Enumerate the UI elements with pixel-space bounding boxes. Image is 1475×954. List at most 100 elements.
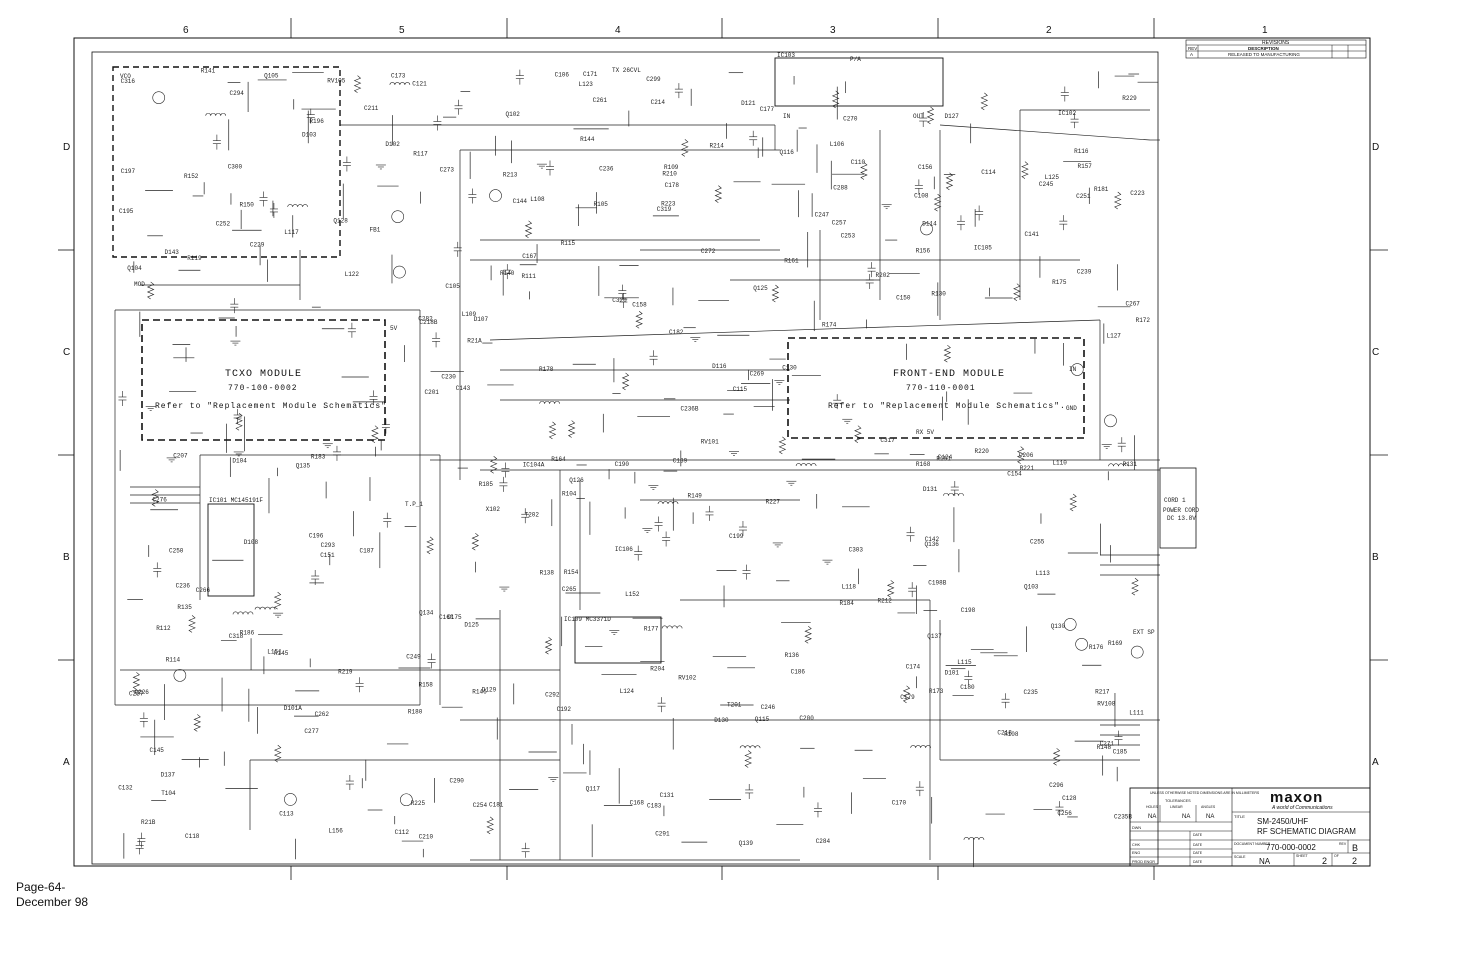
part-label: C236 — [176, 583, 191, 590]
part-label: R183 — [311, 454, 326, 461]
part-label: C272 — [701, 248, 716, 255]
zone-col-2: 2 — [1046, 25, 1052, 36]
part-label: C293 — [321, 542, 336, 549]
part-label: D114 — [922, 221, 937, 228]
title-line-2: RF SCHEMATIC DIAGRAM — [1257, 827, 1356, 836]
part-label: D107 — [474, 316, 489, 323]
part-label: R164 — [551, 456, 566, 463]
part-label: IC105 — [974, 244, 992, 251]
part-label: R104 — [562, 491, 577, 498]
part-label: C128 — [1062, 795, 1077, 802]
part-label: R202 — [876, 272, 891, 279]
power-dc-label: DC 13.8V — [1167, 515, 1196, 522]
part-label: C291 — [655, 831, 670, 838]
part-label: R176 — [1089, 644, 1104, 651]
part-label: C112 — [395, 829, 410, 836]
part-label: L108 — [530, 196, 545, 203]
part-label: R149 — [688, 492, 703, 499]
wiring — [114, 71, 1160, 868]
if-ic-label: IC109 MC3371D — [564, 616, 611, 623]
part-label: C214 — [651, 99, 666, 106]
part-label: Q105 — [264, 72, 279, 79]
part-label: C316 — [121, 78, 136, 85]
rev-label: REV — [1339, 842, 1347, 846]
part-label: R217 — [1095, 689, 1110, 696]
part-label: Q117 — [586, 786, 601, 793]
part-label: RV108 — [1097, 700, 1115, 707]
vco-block — [112, 66, 341, 258]
zone-row-right-C: C — [1372, 347, 1379, 358]
part-label: L156 — [328, 827, 343, 834]
part-label: C196 — [309, 532, 324, 539]
frontend-module-part: 770-110-0001 — [906, 384, 976, 393]
part-label: C273 — [440, 166, 455, 173]
part-label: C282 — [418, 316, 433, 323]
part-label: R225 — [411, 800, 426, 807]
part-label: C210 — [419, 833, 434, 840]
part-label: L109 — [462, 311, 477, 318]
part-label: C131 — [660, 792, 675, 799]
tolerances-label: TOLERANCES — [1165, 799, 1191, 803]
part-label: C271 — [1100, 740, 1115, 747]
part-label: C183 — [647, 802, 662, 809]
part-label: C181 — [489, 802, 504, 809]
part-label: D137 — [161, 772, 176, 779]
part-label: R219 — [338, 669, 353, 676]
part-label: C296 — [1049, 782, 1064, 789]
pa-label: P/A — [850, 56, 861, 63]
power-cord-box — [1159, 467, 1197, 549]
part-label: C198 — [961, 607, 976, 614]
part-label: R108 — [1004, 731, 1019, 738]
part-label: C108 — [914, 192, 929, 199]
part-label: D101A — [284, 705, 302, 712]
part-label: L123 — [579, 81, 594, 88]
part-label: Q128 — [333, 218, 348, 225]
part-label: D130 — [714, 717, 729, 724]
part-label: R115 — [561, 240, 576, 247]
part-label: C299 — [646, 76, 661, 83]
part-label: L124 — [620, 688, 635, 695]
part-label: C303 — [849, 547, 864, 554]
part-label: C145 — [150, 747, 165, 754]
cord-id-label: CORD 1 — [1164, 497, 1186, 504]
part-label: R223 — [661, 201, 676, 208]
part-label: R168 — [916, 461, 931, 468]
part-label: R130 — [931, 291, 946, 298]
part-label: R135 — [177, 604, 192, 611]
part-label: D127 — [945, 113, 960, 120]
tcxo-module-title: TCXO MODULE — [225, 369, 302, 380]
zone-row-left-D: D — [63, 142, 70, 153]
part-label: C300 — [228, 164, 243, 171]
part-label: D129 — [482, 686, 497, 693]
row-date-2: DATE — [1193, 843, 1203, 847]
outer-frame — [73, 37, 1371, 867]
part-label: C251 — [1076, 193, 1091, 200]
part-label: C277 — [304, 728, 319, 735]
part-label: R169 — [1108, 640, 1123, 647]
part-label: R138 — [540, 570, 555, 577]
part-label: C317 — [880, 437, 895, 444]
part-label: R229 — [1122, 95, 1137, 102]
part-label: Q136 — [925, 541, 940, 548]
frontend-module-box — [787, 337, 1085, 439]
part-label: C105 — [445, 283, 460, 290]
part-label: Q125 — [753, 285, 768, 292]
part-label: C142 — [925, 536, 940, 543]
row-date-4: DATE — [1193, 860, 1203, 864]
part-label: C252 — [216, 221, 231, 228]
part-label: C245 — [1039, 181, 1054, 188]
part-label: R178 — [539, 366, 554, 373]
part-label: D121 — [741, 100, 756, 107]
revisions-col-rev: REV — [1188, 46, 1197, 51]
part-label: C158 — [632, 302, 647, 309]
part-label: Q139 — [739, 840, 754, 847]
part-label: C262 — [315, 711, 330, 718]
part-label: R196 — [309, 118, 324, 125]
part-label: D143 — [165, 249, 180, 256]
part-label: L110 — [1052, 459, 1067, 466]
frontend-gnd-label: GND — [1066, 405, 1077, 412]
part-label: R114 — [166, 656, 181, 663]
tx-line-label: TX 26CVL — [612, 67, 641, 74]
part-label: C168 — [630, 800, 645, 807]
